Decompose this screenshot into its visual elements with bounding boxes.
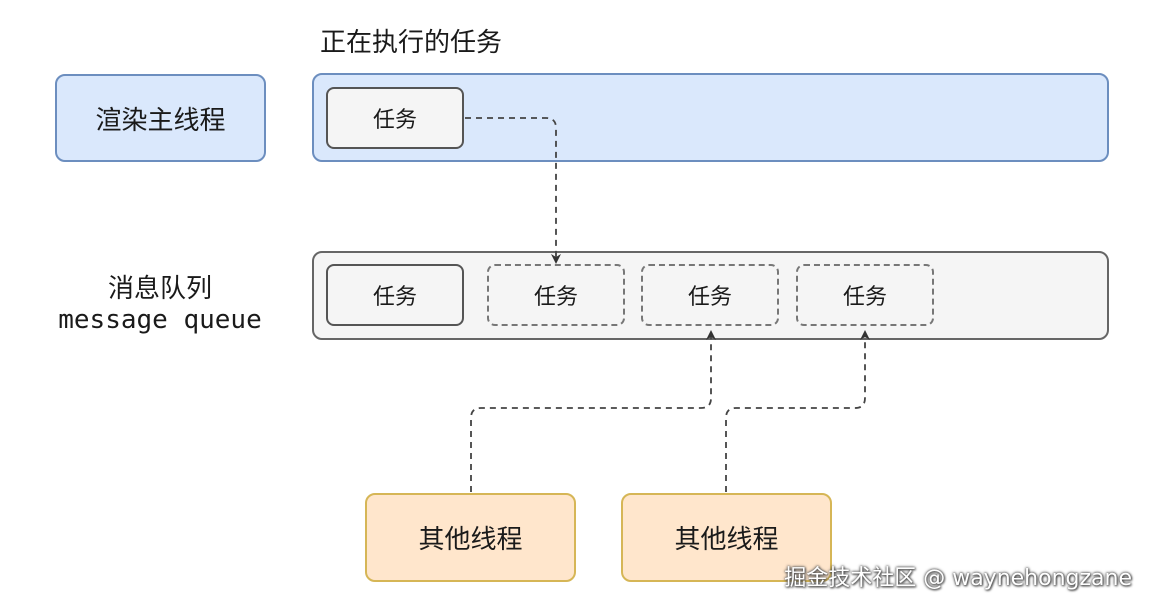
queue-task-2: 任务 [487, 264, 625, 326]
arrow-thread2-to-queue [725, 330, 870, 492]
queue-task-1-label: 任务 [372, 285, 417, 310]
render-main-thread-box: 渲染主线程 [55, 74, 266, 162]
queue-task-4-label: 任务 [842, 285, 887, 310]
arrow-running-to-queue [465, 117, 561, 264]
queue-task-1: 任务 [326, 264, 464, 326]
queue-task-3-label: 任务 [687, 285, 732, 310]
running-tasks-heading: 正在执行的任务 [320, 28, 503, 58]
watermark-text: 掘金技术社区 @ waynehongzane [784, 566, 1132, 591]
running-task-label: 任务 [372, 108, 417, 133]
message-queue-subtitle: message queue [58, 305, 262, 335]
queue-task-4: 任务 [796, 264, 934, 326]
other-thread-1-label: 其他线程 [418, 525, 523, 555]
running-task: 任务 [326, 87, 464, 149]
other-thread-2: 其他线程 [621, 493, 832, 582]
render-main-thread-label: 渲染主线程 [95, 105, 226, 136]
message-queue-title: 消息队列 [107, 274, 212, 304]
queue-task-3: 任务 [641, 264, 779, 326]
arrow-thread1-to-queue [470, 330, 716, 492]
other-thread-1: 其他线程 [365, 493, 576, 582]
other-thread-2-label: 其他线程 [674, 525, 779, 555]
queue-task-2-label: 任务 [533, 285, 578, 310]
